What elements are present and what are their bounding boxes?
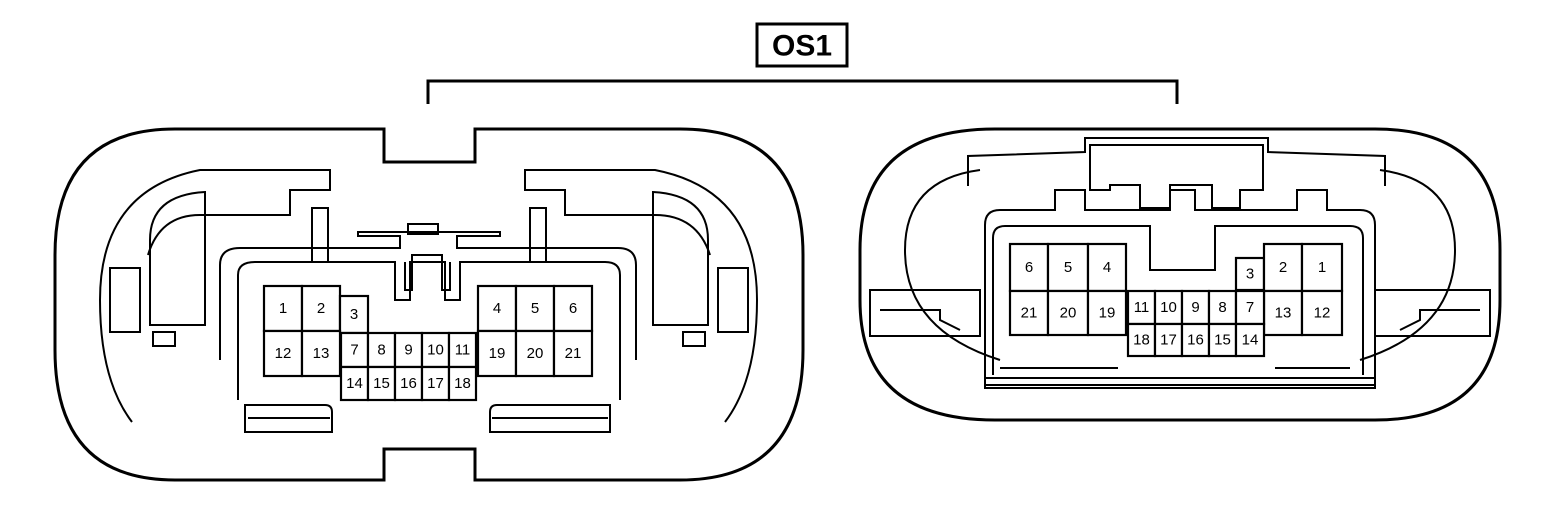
pin-cavity [339, 331, 370, 369]
pin-cavity [1300, 289, 1344, 337]
pin-number: 18 [1133, 332, 1150, 349]
pin-number: 7 [1246, 299, 1254, 316]
pin-cavity [447, 331, 478, 369]
pin-number: 10 [1160, 299, 1177, 316]
pin-number: 13 [1275, 305, 1292, 322]
pin-cavity [339, 365, 370, 402]
pin-cavity [514, 329, 556, 378]
pin-number: 21 [1021, 305, 1038, 322]
pin-number: 9 [1191, 299, 1199, 316]
pin-number: 19 [489, 345, 506, 362]
pin-number: 1 [279, 300, 287, 317]
pin-cavity [300, 329, 342, 378]
pin-number: 1 [1318, 259, 1326, 276]
pin-number: 17 [1160, 332, 1177, 349]
pin-cavity [1126, 322, 1157, 358]
pin-number: 10 [427, 342, 444, 359]
pin-cavity [338, 294, 370, 335]
pin-number: 2 [1279, 259, 1287, 276]
right-connector-body [858, 127, 1502, 422]
pin-number: 4 [1103, 259, 1111, 276]
pin-number: 11 [1134, 299, 1150, 316]
pin-cavity [1300, 242, 1344, 293]
pin-number: 9 [404, 342, 412, 359]
pin-cavity [476, 329, 518, 378]
diagram-title: OS1 [772, 30, 832, 63]
pairing-bracket [426, 79, 1179, 104]
pin-number: 8 [377, 342, 385, 359]
pin-number: 7 [350, 342, 358, 359]
pin-number: 20 [1060, 305, 1077, 322]
pin-number: 14 [1242, 332, 1259, 349]
pin-cavity [393, 331, 424, 369]
pin-number: 6 [569, 300, 577, 317]
title-label-box: OS1 [755, 22, 849, 68]
pin-cavity [1262, 242, 1304, 293]
pin-number: 2 [317, 300, 325, 317]
pin-number: 18 [454, 375, 471, 392]
pin-number: 12 [1314, 305, 1331, 322]
pin-number: 5 [531, 300, 539, 317]
pin-cavity [1207, 322, 1238, 358]
pin-number: 15 [1214, 332, 1231, 349]
pin-cavity [447, 365, 478, 402]
pin-cavity [476, 284, 518, 333]
pin-cavity [552, 329, 594, 378]
pin-number: 11 [455, 342, 471, 359]
pin-number: 19 [1099, 305, 1116, 322]
pin-cavity [1008, 289, 1050, 337]
left-connector-body [53, 127, 805, 482]
pin-cavity [1234, 322, 1266, 358]
pin-number: 21 [565, 345, 582, 362]
pin-number: 6 [1025, 259, 1033, 276]
pin-number: 16 [400, 375, 417, 392]
pin-cavity [1086, 289, 1128, 337]
pin-number: 5 [1064, 259, 1072, 276]
pin-number: 20 [527, 345, 544, 362]
pin-number: 14 [346, 375, 363, 392]
pin-number: 16 [1187, 332, 1204, 349]
pin-number: 4 [493, 300, 501, 317]
pin-number: 12 [275, 345, 292, 362]
pin-number: 15 [373, 375, 390, 392]
pin-cavity [366, 331, 397, 369]
pin-cavity [262, 329, 304, 378]
pin-cavity [366, 365, 397, 402]
pin-number: 17 [427, 375, 444, 392]
pin-number: 3 [1246, 266, 1254, 283]
pin-number: 3 [350, 306, 358, 323]
pin-number: 8 [1218, 299, 1226, 316]
pin-number: 13 [313, 345, 330, 362]
pin-cavity [1234, 289, 1266, 326]
pin-cavity [1046, 289, 1090, 337]
